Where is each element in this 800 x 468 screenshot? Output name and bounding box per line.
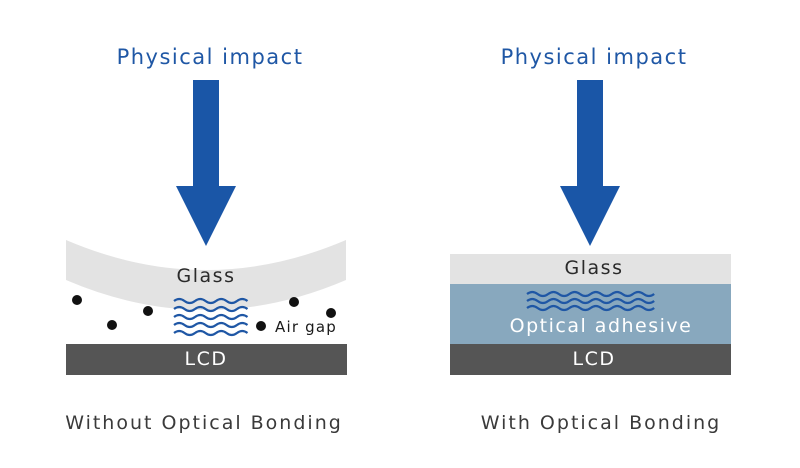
right-wave-lines: [526, 290, 655, 312]
left-lcd-label: LCD: [184, 348, 228, 370]
left-wave-lines: [173, 297, 249, 337]
air-particle: [143, 306, 153, 316]
right-glass-layer: [450, 254, 731, 284]
air-particle: [256, 321, 266, 331]
right-glass-label: Glass: [564, 257, 624, 279]
right-panel: [450, 80, 731, 375]
air-particle: [107, 320, 117, 330]
right-lcd-label: LCD: [572, 348, 616, 370]
air-particle: [289, 297, 299, 307]
right-impact-label: Physical impact: [500, 45, 688, 69]
air-gap-label: Air gap: [275, 318, 337, 336]
air-particle: [326, 308, 336, 318]
left-impact-arrow: [176, 80, 236, 246]
right-lcd-layer: [450, 344, 731, 375]
left-glass-curved: [66, 240, 346, 310]
left-glass-label: Glass: [176, 265, 236, 287]
left-impact-label: Physical impact: [116, 45, 304, 69]
optical-adhesive-label: Optical adhesive: [509, 315, 693, 337]
right-impact-arrow: [560, 80, 620, 246]
air-particle: [72, 295, 82, 305]
air-gap-particles: [72, 295, 336, 331]
left-lcd-layer: [66, 344, 347, 375]
left-panel: [66, 80, 347, 375]
left-caption: Without Optical Bonding: [65, 412, 343, 434]
right-caption: With Optical Bonding: [480, 412, 722, 434]
